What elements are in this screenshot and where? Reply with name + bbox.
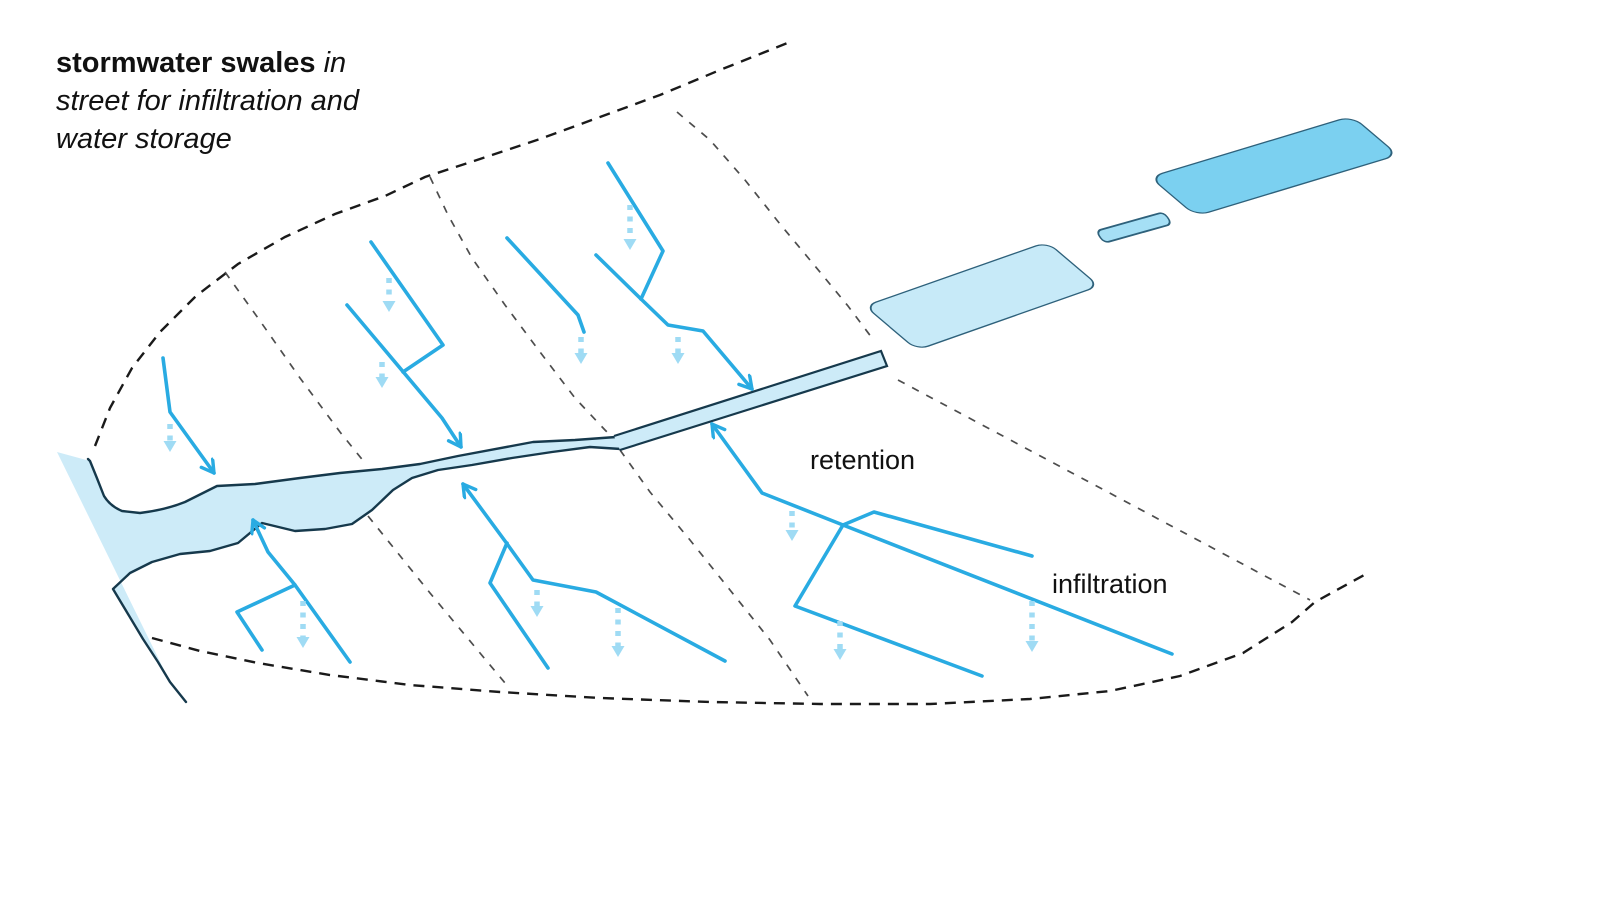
swale-line bbox=[235, 583, 297, 652]
stream-upper-bank bbox=[86, 435, 618, 515]
infiltration-label: infiltration bbox=[1052, 569, 1168, 599]
divider-6 bbox=[619, 449, 809, 697]
swale-line bbox=[488, 541, 550, 670]
title-line-3: water storage bbox=[56, 123, 232, 155]
boundary-dashed-left-top bbox=[93, 40, 791, 447]
swale-line bbox=[606, 161, 665, 301]
divider-5 bbox=[367, 515, 506, 684]
storage-basin-upper bbox=[1155, 118, 1393, 214]
title-line-2: street for infiltration and bbox=[56, 85, 360, 117]
swale-network-1 bbox=[161, 356, 216, 475]
infiltration-arrows bbox=[163, 205, 1039, 660]
infiltration-arrow-icon bbox=[671, 337, 685, 364]
swale-line bbox=[841, 523, 1174, 656]
storage-basins bbox=[869, 118, 1393, 348]
swale-line bbox=[594, 253, 643, 301]
swale-flow-arrow bbox=[253, 518, 352, 664]
swale-line bbox=[505, 236, 586, 334]
swale-network-5 bbox=[461, 482, 727, 670]
storage-basin-lower bbox=[869, 244, 1095, 348]
swale-network-4 bbox=[710, 422, 1174, 678]
infiltration-arrow-icon bbox=[574, 337, 588, 364]
infiltration-arrow-icon bbox=[623, 205, 637, 250]
storage-basin-middle bbox=[1097, 212, 1171, 243]
swale-network-6 bbox=[235, 518, 352, 664]
divider-2 bbox=[429, 176, 614, 439]
swale-networks bbox=[161, 161, 1174, 678]
district-dividers bbox=[224, 111, 1311, 697]
infiltration-arrow-icon bbox=[382, 278, 396, 312]
main-channel bbox=[613, 349, 889, 452]
swale-network-3 bbox=[505, 161, 754, 391]
infiltration-arrow-icon bbox=[163, 424, 177, 452]
infiltration-arrow-icon bbox=[611, 608, 625, 657]
channel-water bbox=[614, 351, 887, 450]
title-bold: stormwater swales bbox=[56, 47, 316, 79]
infiltration-arrow-icon bbox=[1025, 601, 1039, 652]
swale-network-2 bbox=[345, 240, 463, 449]
infiltration-arrow-icon bbox=[375, 362, 389, 388]
swale-flow-arrow bbox=[710, 422, 845, 527]
stream-lower-bank bbox=[111, 445, 623, 704]
infiltration-arrow-icon bbox=[530, 590, 544, 617]
infiltration-arrow-icon bbox=[296, 601, 310, 648]
infiltration-arrow-icon bbox=[785, 511, 799, 541]
swale-flow-arrow bbox=[345, 303, 463, 449]
swale-flow-arrow bbox=[639, 297, 754, 391]
divider-3 bbox=[676, 111, 873, 339]
boundary-dashed-bottom bbox=[151, 572, 1367, 706]
watershed-boundary bbox=[93, 40, 1367, 706]
title-italic-tail: in bbox=[315, 47, 347, 79]
divider-1 bbox=[224, 271, 366, 464]
swale-line bbox=[793, 523, 984, 678]
channel-outline bbox=[613, 349, 889, 452]
swale-flow-arrow bbox=[161, 356, 216, 475]
diagram-title: stormwater swales in street for infiltra… bbox=[56, 44, 416, 158]
swale-flow-arrow bbox=[461, 482, 727, 663]
divider-4 bbox=[897, 379, 1311, 601]
swale-line bbox=[369, 240, 445, 374]
swale-line bbox=[841, 510, 1034, 558]
retention-label: retention bbox=[810, 445, 915, 475]
infiltration-arrow-icon bbox=[833, 621, 847, 660]
title-line-1: stormwater swales in bbox=[56, 44, 416, 82]
